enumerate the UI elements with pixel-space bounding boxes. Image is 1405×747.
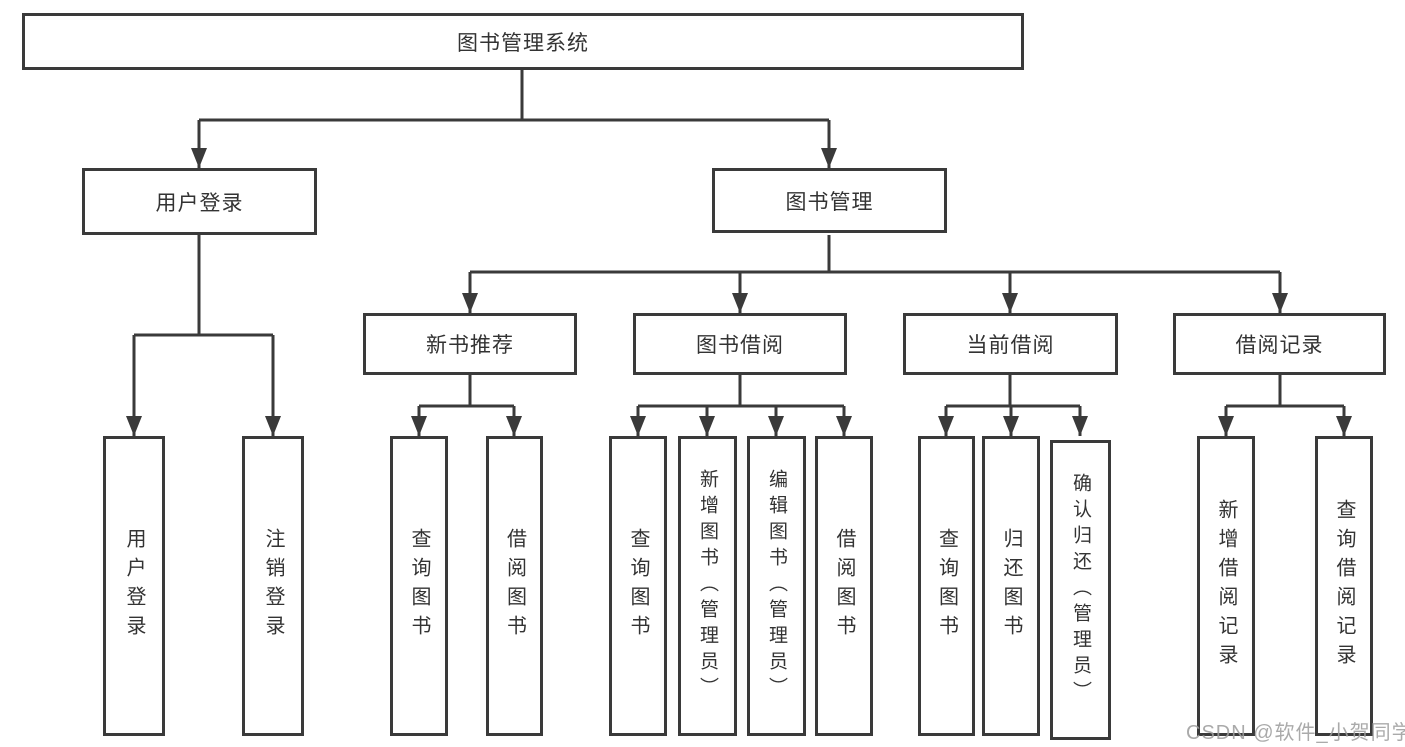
leaf-current-confirm: 确认归还（管理员） bbox=[1050, 440, 1111, 740]
node-new-book-recommend: 新书推荐 bbox=[363, 313, 577, 375]
leaf-newbook-query: 查询图书 bbox=[390, 436, 448, 736]
node-label: 用户登录 bbox=[155, 191, 244, 215]
node-borrow-records: 借阅记录 bbox=[1173, 313, 1386, 375]
node-label: 新增图书（管理员） bbox=[697, 469, 718, 703]
node-book-borrow: 图书借阅 bbox=[633, 313, 847, 375]
leaf-current-query: 查询图书 bbox=[918, 436, 975, 736]
node-label: 图书管理 bbox=[785, 190, 874, 214]
node-label: 新增借阅记录 bbox=[1215, 499, 1237, 673]
leaf-record-add: 新增借阅记录 bbox=[1197, 436, 1255, 736]
node-library-system: 图书管理系统 bbox=[22, 13, 1024, 70]
node-label: 查询图书 bbox=[935, 528, 958, 644]
node-label: 查询图书 bbox=[408, 528, 430, 644]
node-user-login: 用户登录 bbox=[82, 168, 317, 235]
node-current-borrow: 当前借阅 bbox=[903, 313, 1118, 375]
csdn-watermark: CSDN @软件_小贺同学 bbox=[1186, 722, 1405, 744]
leaf-record-query: 查询借阅记录 bbox=[1315, 436, 1373, 736]
leaf-newbook-borrow: 借阅图书 bbox=[486, 436, 543, 736]
node-label: 归还图书 bbox=[1000, 528, 1022, 644]
node-label: 用户登录 bbox=[123, 528, 145, 644]
node-label: 查询借阅记录 bbox=[1333, 499, 1355, 673]
node-label: 借阅记录 bbox=[1235, 334, 1324, 357]
leaf-borrow-edit: 编辑图书（管理员） bbox=[747, 436, 806, 736]
node-label: 图书借阅 bbox=[696, 334, 784, 357]
node-label: 编辑图书（管理员） bbox=[766, 469, 787, 703]
node-label: 借阅图书 bbox=[833, 528, 855, 644]
node-book-management: 图书管理 bbox=[712, 168, 947, 233]
leaf-current-return: 归还图书 bbox=[982, 436, 1040, 736]
node-label: 当前借阅 bbox=[966, 334, 1055, 357]
node-label: 注销登录 bbox=[262, 528, 284, 644]
node-label: 查询图书 bbox=[627, 528, 649, 644]
leaf-borrow-query: 查询图书 bbox=[609, 436, 667, 736]
leaf-logout: 注销登录 bbox=[242, 436, 304, 736]
leaf-user-login: 用户登录 bbox=[103, 436, 165, 736]
node-label: 新书推荐 bbox=[426, 334, 514, 357]
leaf-borrow-borrow: 借阅图书 bbox=[815, 436, 873, 736]
node-label: 借阅图书 bbox=[503, 528, 526, 644]
node-label: 确认归还（管理员） bbox=[1070, 473, 1091, 707]
leaf-borrow-add: 新增图书（管理员） bbox=[678, 436, 737, 736]
node-label: 图书管理系统 bbox=[457, 31, 589, 55]
